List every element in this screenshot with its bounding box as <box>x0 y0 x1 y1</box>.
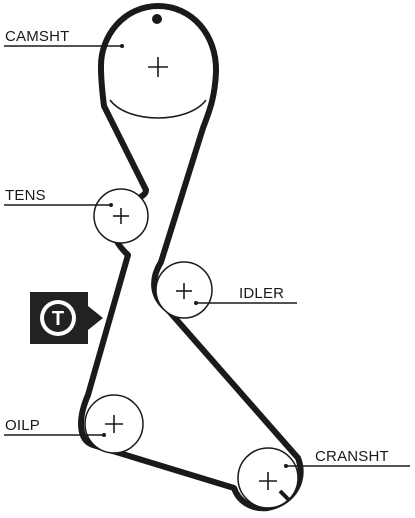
tensioner-label: TENS <box>5 187 46 204</box>
camshaft-pulley <box>148 14 168 77</box>
idler-leader-dot <box>194 301 198 305</box>
crankshaft-pulley <box>237 447 299 509</box>
oil-pump-label: OILP <box>5 417 40 434</box>
crank-timing-mark <box>278 489 291 502</box>
tensioner-badge-icon: T <box>30 292 103 344</box>
crankshaft-leader-dot <box>284 464 288 468</box>
oil-pump-leader-dot <box>102 433 106 437</box>
idler-pulley <box>155 261 213 319</box>
oil-pump-pulley <box>84 394 144 454</box>
tensioner-pulley <box>93 188 149 244</box>
camshaft-leader-dot <box>120 44 124 48</box>
idler-label: IDLER <box>239 285 284 302</box>
tensioner-leader-dot <box>109 203 113 207</box>
tensioner-badge-letter: T <box>52 308 64 330</box>
camshaft-label: CAMSHT <box>5 28 70 45</box>
crankshaft-label: CRANSHT <box>315 448 389 465</box>
timing-mark-dot <box>152 14 162 24</box>
camshaft-belt-inner-arc <box>109 99 207 119</box>
